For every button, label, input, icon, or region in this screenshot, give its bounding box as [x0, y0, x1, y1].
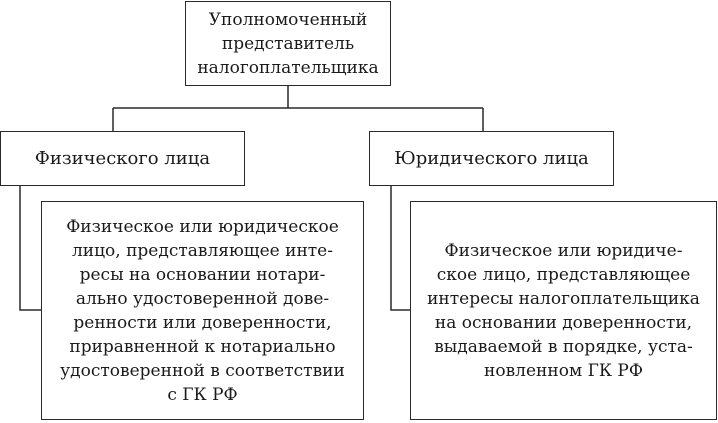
description-node-individual: Физическое или юридическое лицо, предста… [41, 201, 364, 420]
root-node-label: Уполномоченный представитель налогоплате… [197, 9, 379, 78]
left-description-connector [19, 186, 41, 311]
right-description-connector [390, 186, 410, 311]
category-label-legal-entity: Юридического лица [394, 147, 589, 169]
category-label-individual: Физического лица [34, 147, 211, 169]
description-text-legal-entity: Физическое или юридиче- ское лицо, предс… [427, 240, 700, 381]
category-node-individual: Физического лица [0, 131, 245, 186]
description-node-legal-entity: Физическое или юридиче- ское лицо, предс… [410, 201, 717, 420]
root-node-authorized-representative: Уполномоченный представитель налогоплате… [185, 1, 391, 86]
category-node-legal-entity: Юридического лица [369, 131, 614, 186]
description-text-individual: Физическое или юридическое лицо, предста… [60, 216, 345, 405]
